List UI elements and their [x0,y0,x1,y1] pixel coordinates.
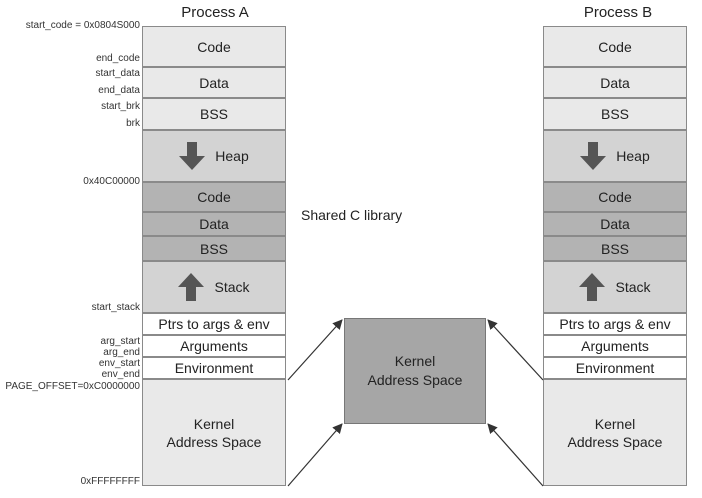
stack-segment: Stack [142,261,286,313]
heap-segment: Heap [543,130,687,182]
stack-segment: Stack [543,261,687,313]
shared-kernel-box: Kernel Address Space [344,318,486,424]
label-env-end: env_end [101,369,140,380]
arrow-b-to-kernel-bottom [487,423,544,487]
library-data-segment: Data [543,212,687,236]
arrow-up-icon [579,273,606,301]
arrow-b-to-kernel-top [487,319,544,381]
label-env-start: env_start [98,358,140,369]
label-brk: brk [126,118,140,129]
label-start-data: start_data [95,68,140,79]
data-segment: Data [142,67,286,98]
label-start-stack: start_stack [91,302,140,313]
label-start-code: start_code = 0x0804S000 [25,20,140,31]
library-code-segment: Code [142,182,286,212]
arrow-down-icon [580,142,607,170]
environment-segment: Environment [142,357,286,379]
bss-segment: BSS [543,98,687,130]
environment-segment: Environment [543,357,687,379]
library-code-segment: Code [543,182,687,212]
label-arg-start: arg_start [100,336,140,347]
label-start-brk: start_brk [101,101,140,112]
label-top-address: 0xFFFFFFFF [80,476,140,487]
kernel-segment: Kernel Address Space [543,379,687,486]
kernel-segment: Kernel Address Space [142,379,286,486]
shared-library-label: Shared C library [301,207,403,223]
code-segment: Code [543,26,687,67]
process-a-memory-map: Code Data BSS Heap Code Data BSS Stack P… [142,26,288,486]
shared-kernel-line2: Address Space [367,372,463,388]
label-end-code: end_code [96,53,140,64]
ptrs-segment: Ptrs to args & env [543,313,687,335]
arrow-down-icon [179,142,206,170]
library-data-segment: Data [142,212,286,236]
ptrs-segment: Ptrs to args & env [142,313,286,335]
bss-segment: BSS [142,98,286,130]
arrow-up-icon [178,273,205,301]
label-library-address: 0x40C00000 [83,176,140,187]
label-arg-end: arg_end [103,347,140,358]
arguments-segment: Arguments [543,335,687,357]
code-segment: Code [142,26,286,67]
label-end-data: end_data [98,85,140,96]
heap-segment: Heap [142,130,286,182]
library-bss-segment: BSS [142,236,286,261]
process-b-title: Process B [583,4,653,21]
process-a-title: Process A [181,4,249,21]
arrow-a-to-kernel-top [287,319,343,381]
shared-kernel-line1: Kernel [394,353,436,369]
arguments-segment: Arguments [142,335,286,357]
data-segment: Data [543,67,687,98]
library-bss-segment: BSS [543,236,687,261]
process-b-memory-map: Code Data BSS Heap Code Data BSS Stack P… [543,26,689,486]
arrow-a-to-kernel-bottom [287,423,343,487]
label-page-offset: PAGE_OFFSET=0xC0000000 [5,381,140,392]
